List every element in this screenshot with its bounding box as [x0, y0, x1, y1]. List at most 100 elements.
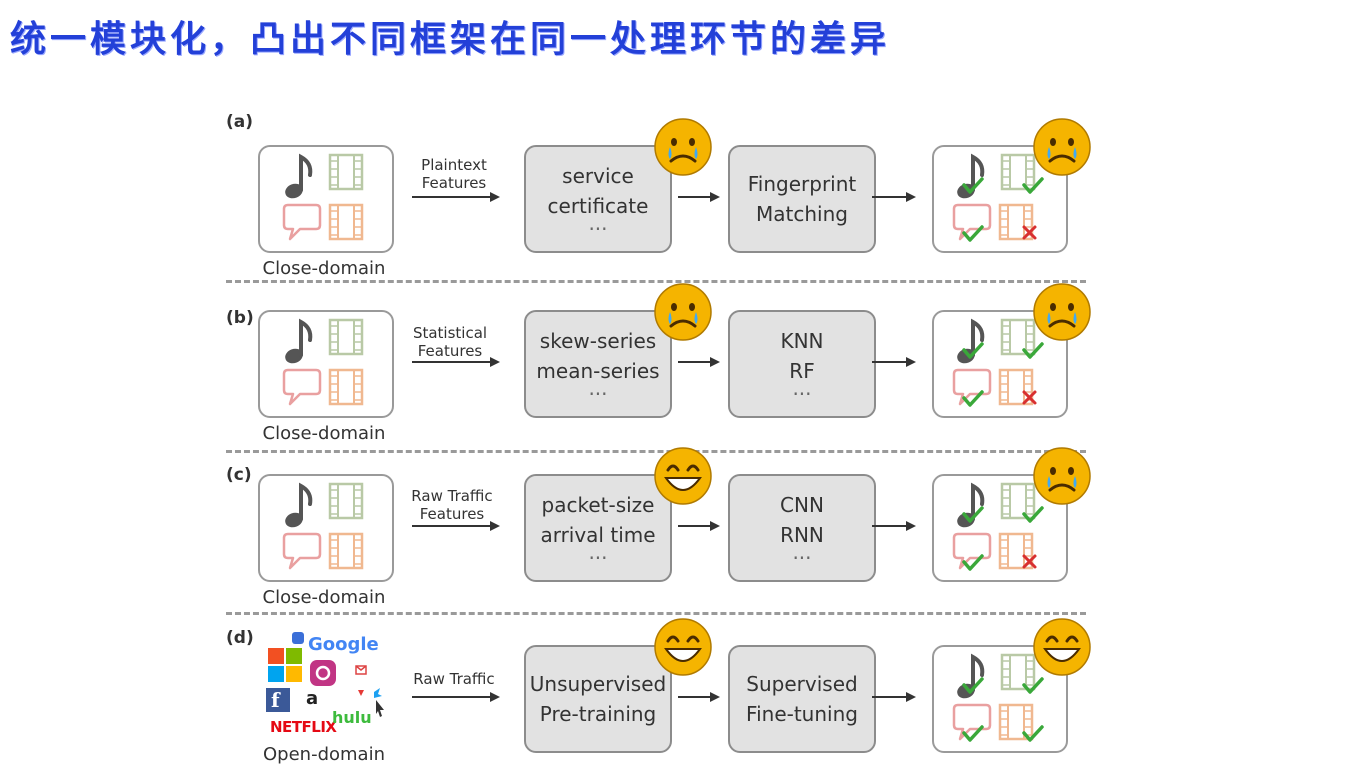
- check-icon: [962, 390, 984, 407]
- method-box-b: KNN RF ···: [728, 310, 876, 418]
- film-icon: [328, 532, 364, 570]
- cursor-icon: [376, 700, 384, 717]
- music-note-icon: [285, 153, 313, 199]
- film-icon: [1000, 482, 1036, 520]
- music-note-icon: [957, 482, 985, 528]
- method-box-d: Supervised Fine-tuning: [728, 645, 876, 753]
- method-item: ···: [792, 382, 812, 406]
- chat-bubble-icon: [952, 203, 992, 241]
- check-icon: [1022, 177, 1044, 194]
- domain-label-a: Close-domain: [262, 258, 386, 279]
- divider: [226, 280, 1086, 283]
- chat-bubble-icon: [282, 532, 322, 570]
- film-icon: [1000, 153, 1036, 191]
- arrow-label-a: Plaintext Features: [408, 156, 500, 192]
- film-icon: [328, 203, 364, 241]
- feature-item: service: [562, 164, 634, 188]
- feature-label-d-1: Raw Traffic: [413, 670, 495, 688]
- cross-icon: [1022, 225, 1037, 240]
- check-icon: [962, 554, 984, 571]
- film-icon: [328, 318, 364, 356]
- method-item: Supervised: [746, 672, 858, 696]
- check-icon: [1022, 342, 1044, 359]
- film-icon: [998, 703, 1034, 741]
- feature-box-d: Unsupervised Pre-training: [524, 645, 672, 753]
- music-note-icon: [285, 482, 313, 528]
- panel-label-a: (a): [226, 112, 254, 132]
- film-icon: [328, 482, 364, 520]
- happy-face-icon: [654, 618, 712, 676]
- check-icon: [1022, 677, 1044, 694]
- gmail-icon: [355, 665, 367, 675]
- arrow-label-b: Statistical Features: [400, 324, 500, 360]
- feature-item: certificate: [547, 194, 649, 218]
- music-note-icon: [957, 653, 985, 699]
- method-item: Fingerprint: [747, 172, 857, 196]
- method-box-c: CNN RNN ···: [728, 474, 876, 582]
- cross-icon: [1022, 390, 1037, 405]
- method-item: KNN: [780, 329, 824, 353]
- facebook-logo-text: f: [271, 688, 280, 712]
- page-title: 统一模块化，凸出不同框架在同一处理环节的差异: [10, 19, 891, 60]
- feature-label-c-1: Raw Traffic: [411, 487, 493, 505]
- domain-label-c: Close-domain: [262, 587, 386, 608]
- feature-item: skew-series: [539, 329, 657, 353]
- hulu-logo: hulu: [332, 708, 372, 727]
- feature-item: ···: [588, 382, 608, 406]
- sad-face-icon: [1033, 118, 1091, 176]
- panel-label-d: (d): [226, 628, 254, 648]
- check-icon: [962, 506, 984, 523]
- happy-face-icon: [1033, 618, 1091, 676]
- feature-box-b: skew-series mean-series ···: [524, 310, 672, 418]
- chat-bubble-icon: [282, 203, 322, 241]
- film-icon: [998, 368, 1034, 406]
- film-icon: [328, 368, 364, 406]
- check-icon: [1022, 506, 1044, 523]
- sad-face-icon: [654, 118, 712, 176]
- microsoft-logo-icon: [268, 648, 302, 682]
- divider: [226, 612, 1086, 615]
- feature-item: Pre-training: [539, 702, 657, 726]
- feature-item: arrival time: [540, 523, 656, 547]
- method-item: RNN: [780, 523, 824, 547]
- film-icon: [1000, 318, 1036, 356]
- google-logo: Google: [308, 634, 379, 655]
- chat-bubble-icon: [952, 532, 992, 570]
- facebook-icon: [266, 688, 290, 712]
- feature-box-c: packet-size arrival time ···: [524, 474, 672, 582]
- music-note-icon: [957, 153, 985, 199]
- method-item: Matching: [756, 202, 848, 226]
- method-item: CNN: [780, 493, 824, 517]
- youtube-icon: [358, 690, 364, 696]
- sad-face-icon: [1033, 283, 1091, 341]
- feature-box-a: service certificate ···: [524, 145, 672, 253]
- panel-label-c: (c): [226, 465, 252, 485]
- music-note-icon: [285, 318, 313, 364]
- domain-label-d: Open-domain: [263, 744, 385, 765]
- chat-bubble-icon: [282, 368, 322, 406]
- feature-item: mean-series: [536, 359, 660, 383]
- method-box-a: Fingerprint Matching: [728, 145, 876, 253]
- feature-item: Unsupervised: [529, 672, 667, 696]
- check-icon: [962, 342, 984, 359]
- feature-item: ···: [588, 217, 608, 241]
- amazon-logo: a: [306, 688, 319, 709]
- method-item: Fine-tuning: [746, 702, 858, 726]
- arrow-label-c: Raw Traffic Features: [398, 487, 506, 523]
- film-icon: [1000, 653, 1036, 691]
- arrow-label-d: Raw Traffic: [400, 670, 508, 688]
- chat-bubble-icon: [952, 368, 992, 406]
- feature-label-b-1: Statistical: [412, 324, 488, 342]
- feature-label-a-2: Features: [421, 174, 487, 192]
- panel-label-b: (b): [226, 308, 254, 328]
- check-icon: [962, 725, 984, 742]
- divider: [226, 450, 1086, 453]
- check-icon: [962, 677, 984, 694]
- cross-icon: [1022, 554, 1037, 569]
- sad-face-icon: [654, 283, 712, 341]
- instagram-icon: [310, 660, 336, 686]
- check-icon: [962, 177, 984, 194]
- input-box-b: [258, 310, 394, 418]
- input-box-a: [258, 145, 394, 253]
